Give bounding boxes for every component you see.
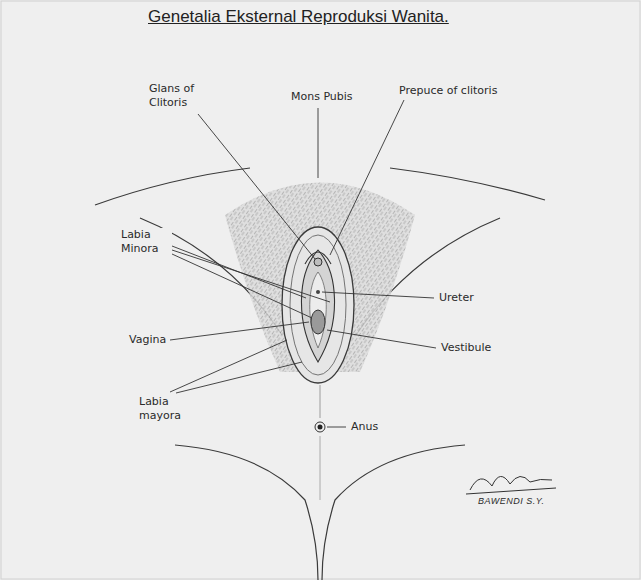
part-label: Vagina — [128, 333, 167, 347]
labia-majora — [282, 227, 354, 383]
anus — [318, 425, 323, 430]
part-label: Ureter — [438, 291, 475, 305]
labia-minora — [301, 250, 334, 362]
leader-line — [198, 114, 315, 259]
groin-line — [95, 168, 250, 205]
perineum-line — [320, 385, 321, 418]
signature-scribble — [466, 476, 556, 494]
title: Genetalia Eksternal Reproduksi Wanita. — [148, 6, 449, 27]
part-label: Vestibule — [440, 341, 492, 355]
cleft-line — [320, 436, 321, 500]
buttock-line — [175, 445, 318, 580]
leader-line — [170, 340, 287, 392]
labia-majora-inner — [290, 235, 346, 375]
leader-lines — [170, 100, 436, 427]
leader-line — [327, 427, 346, 428]
leader-line — [327, 330, 436, 348]
clitoris-glans — [314, 258, 322, 266]
part-label: Labia Minora — [120, 228, 172, 256]
part-label: Labia mayora — [138, 395, 192, 423]
leader-line — [170, 322, 309, 340]
part-label: Prepuce of clitoris — [398, 84, 498, 98]
leader-line — [322, 292, 434, 298]
leader-line — [330, 100, 404, 255]
vaginal-opening — [311, 310, 325, 334]
vestibule — [310, 272, 327, 348]
part-label: Mons Pubis — [290, 90, 354, 104]
leader-line — [176, 362, 302, 393]
part-label: Glans of Clitoris — [148, 82, 212, 110]
leader-line — [318, 108, 319, 178]
urethral-opening — [316, 290, 320, 294]
anus-ring — [315, 422, 325, 432]
buttock-line — [322, 445, 465, 580]
leader-line — [172, 250, 330, 302]
part-label: Anus — [350, 420, 379, 434]
body-outline — [95, 168, 545, 580]
signature-text: BAWENDI S.Y. — [478, 496, 545, 507]
groin-line — [390, 168, 545, 200]
leader-line — [172, 254, 312, 318]
